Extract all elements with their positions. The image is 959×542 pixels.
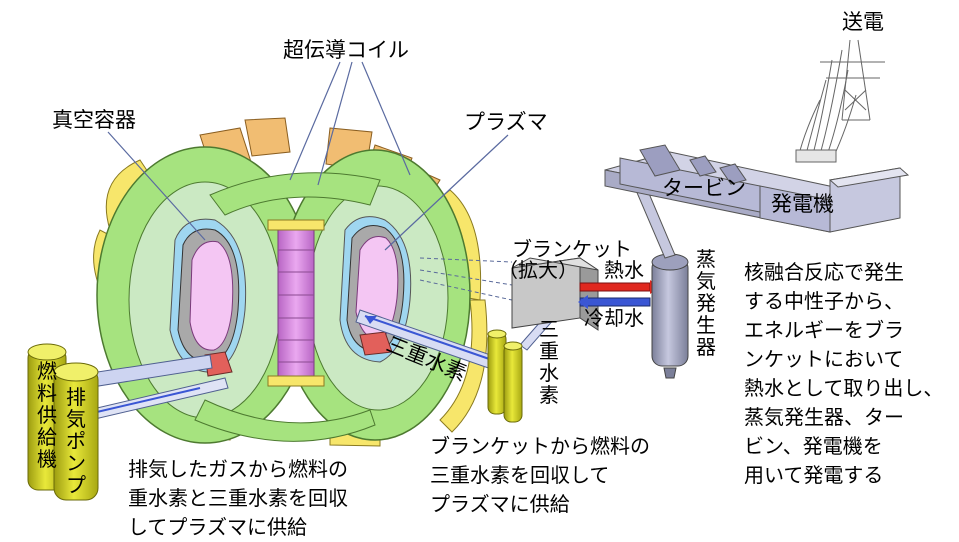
turbine-label: タービン [662,172,746,202]
transmission-tower [796,40,885,162]
blanket-caption-line: 三重水素を回収して [430,461,650,490]
superconducting-coil-label: 超伝導コイル [283,38,409,63]
tritium-tanks [488,330,522,422]
exhaust-caption-line: してプラズマに供給 [128,513,348,542]
steam-generator-label: 蒸 気 発 生 器 [694,248,718,358]
power-caption-line: 核融合反応で発生 [744,258,943,287]
vacuum-vessel-label: 真空容器 [52,108,136,133]
cooling-water-label: 冷却水 [584,306,644,330]
transmission-label: 送電 [842,10,884,35]
power-caption-line: 用いて発電する [744,461,943,490]
plasma-label: プラズマ [464,110,548,135]
power-caption-line: エネルギーをブラ [744,316,943,345]
fuel-supply-label: 燃 料 供 給 機 [35,360,59,470]
exhaust-pump-label: 排 気 ポ ン プ [64,386,88,496]
blanket-caption-line: プラズマに供給 [430,490,650,519]
power-caption-line: ンケットにおいて [744,345,943,374]
steam-generator [652,254,688,378]
blanket-caption-line: ブランケットから燃料の [430,432,650,461]
exhaust-caption-line: 排気したガスから燃料の [128,455,348,484]
power-caption-line: する中性子から、 [744,287,943,316]
tritium-vertical-label: 三 重 水 素 [538,318,560,406]
power-caption: 核融合反応で発生 する中性子から、 エネルギーをブラ ンケットにおいて 熱水とし… [744,258,943,490]
exhaust-caption: 排気したガスから燃料の 重水素と三重水素を回収 してプラズマに供給 [128,455,348,542]
generator-label: 発電機 [771,188,834,218]
exhaust-caption-line: 重水素と三重水素を回収 [128,484,348,513]
hot-water-label: 熱水 [604,258,644,282]
power-caption-line: 熱水として取り出し、 [744,374,943,403]
power-caption-line: ビン、発電機を [744,432,943,461]
power-caption-line: 蒸気発生器、ター [744,403,943,432]
blanket-magnified-label: （拡大） [498,258,578,282]
blanket-caption: ブランケットから燃料の 三重水素を回収して プラズマに供給 [430,432,650,519]
